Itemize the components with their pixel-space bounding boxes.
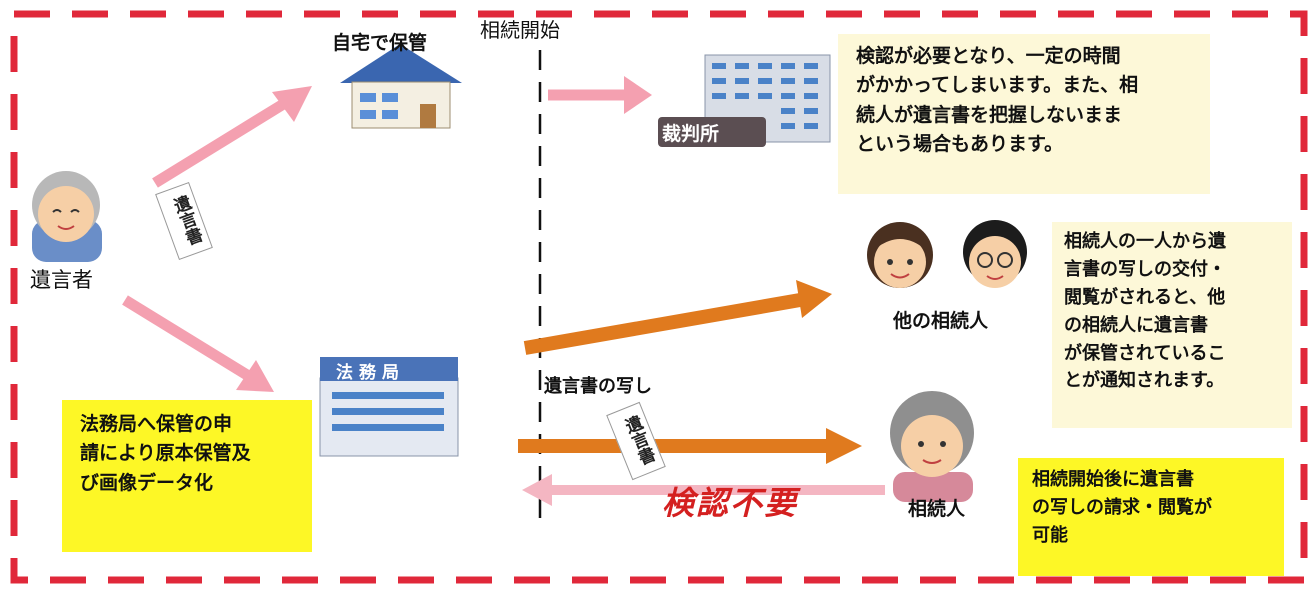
court-note-line: 続人が遺言書を把握しないまま [856,103,1123,126]
notification-note-line: が保管されているこ [1064,342,1226,364]
bureau-note: 法務局へ保管の申 請により原本保管及 び画像データ化 [62,400,312,552]
heir-man-icon [963,220,1027,288]
court-note-line: 検認が必要となり、一定の時間 [856,45,1121,67]
arrow-to-home [152,86,312,188]
inheritance-start-label: 相続開始 [480,18,560,42]
court-note-line: がかかってしまいます。また、相 [856,74,1139,97]
heir-label: 相続人 [908,498,966,520]
arrow-to-other-heirs [523,280,832,355]
other-heirs-label: 他の相続人 [893,310,989,332]
bureau-sign: 法務局 [336,363,405,383]
arrow-to-heir [518,428,862,464]
bureau-note-line: 請により原本保管及 [80,442,251,465]
testator-label: 遺言者 [30,268,93,292]
court-note-line: という場合もあります。 [856,133,1064,156]
court-sign: 裁判所 [662,123,720,145]
heir-note-line: の写しの請求・閲覧が [1032,496,1212,518]
notification-note-line: 言書の写しの交付・ [1064,258,1226,280]
notification-note-line: 相続人の一人から遺 [1064,231,1226,252]
heir-note-line: 相続開始後に遺言書 [1032,469,1194,490]
dashed-frame [10,10,1308,584]
bureau-note-line: び画像データ化 [80,471,214,494]
arrow-to-bureau [122,295,274,392]
heir-note-line: 可能 [1032,524,1068,546]
bureau-building-icon [319,357,459,457]
bureau-note-line: 法務局へ保管の申 [80,413,233,435]
notification-note-line: 閲覧がされると、他 [1064,286,1226,308]
no-probate-label: 検認不要 [662,484,799,522]
notification-note: 相続人の一人から遺 言書の写しの交付・ 閲覧がされると、他 の相続人に遺言書 が… [1052,222,1292,428]
court-note: 検認が必要となり、一定の時間 がかかってしまいます。また、相 続人が遺言書を把握… [838,34,1210,194]
arrow-to-court [548,76,652,114]
elderly-heir-icon [890,391,974,502]
home-storage-label: 自宅で保管 [332,32,428,54]
elderly-person-icon [32,171,102,262]
heir-woman-icon [867,222,933,288]
heir-note: 相続開始後に遺言書 の写しの請求・閲覧が 可能 [1018,458,1284,576]
will-copy-label: 遺言書の写し [544,376,652,397]
notification-note-line: とが通知されます。 [1064,370,1225,392]
house-icon [340,44,462,129]
arrow-no-probate [522,474,885,506]
court-building-icon [658,54,831,147]
notification-note-line: の相続人に遺言書 [1064,314,1208,336]
